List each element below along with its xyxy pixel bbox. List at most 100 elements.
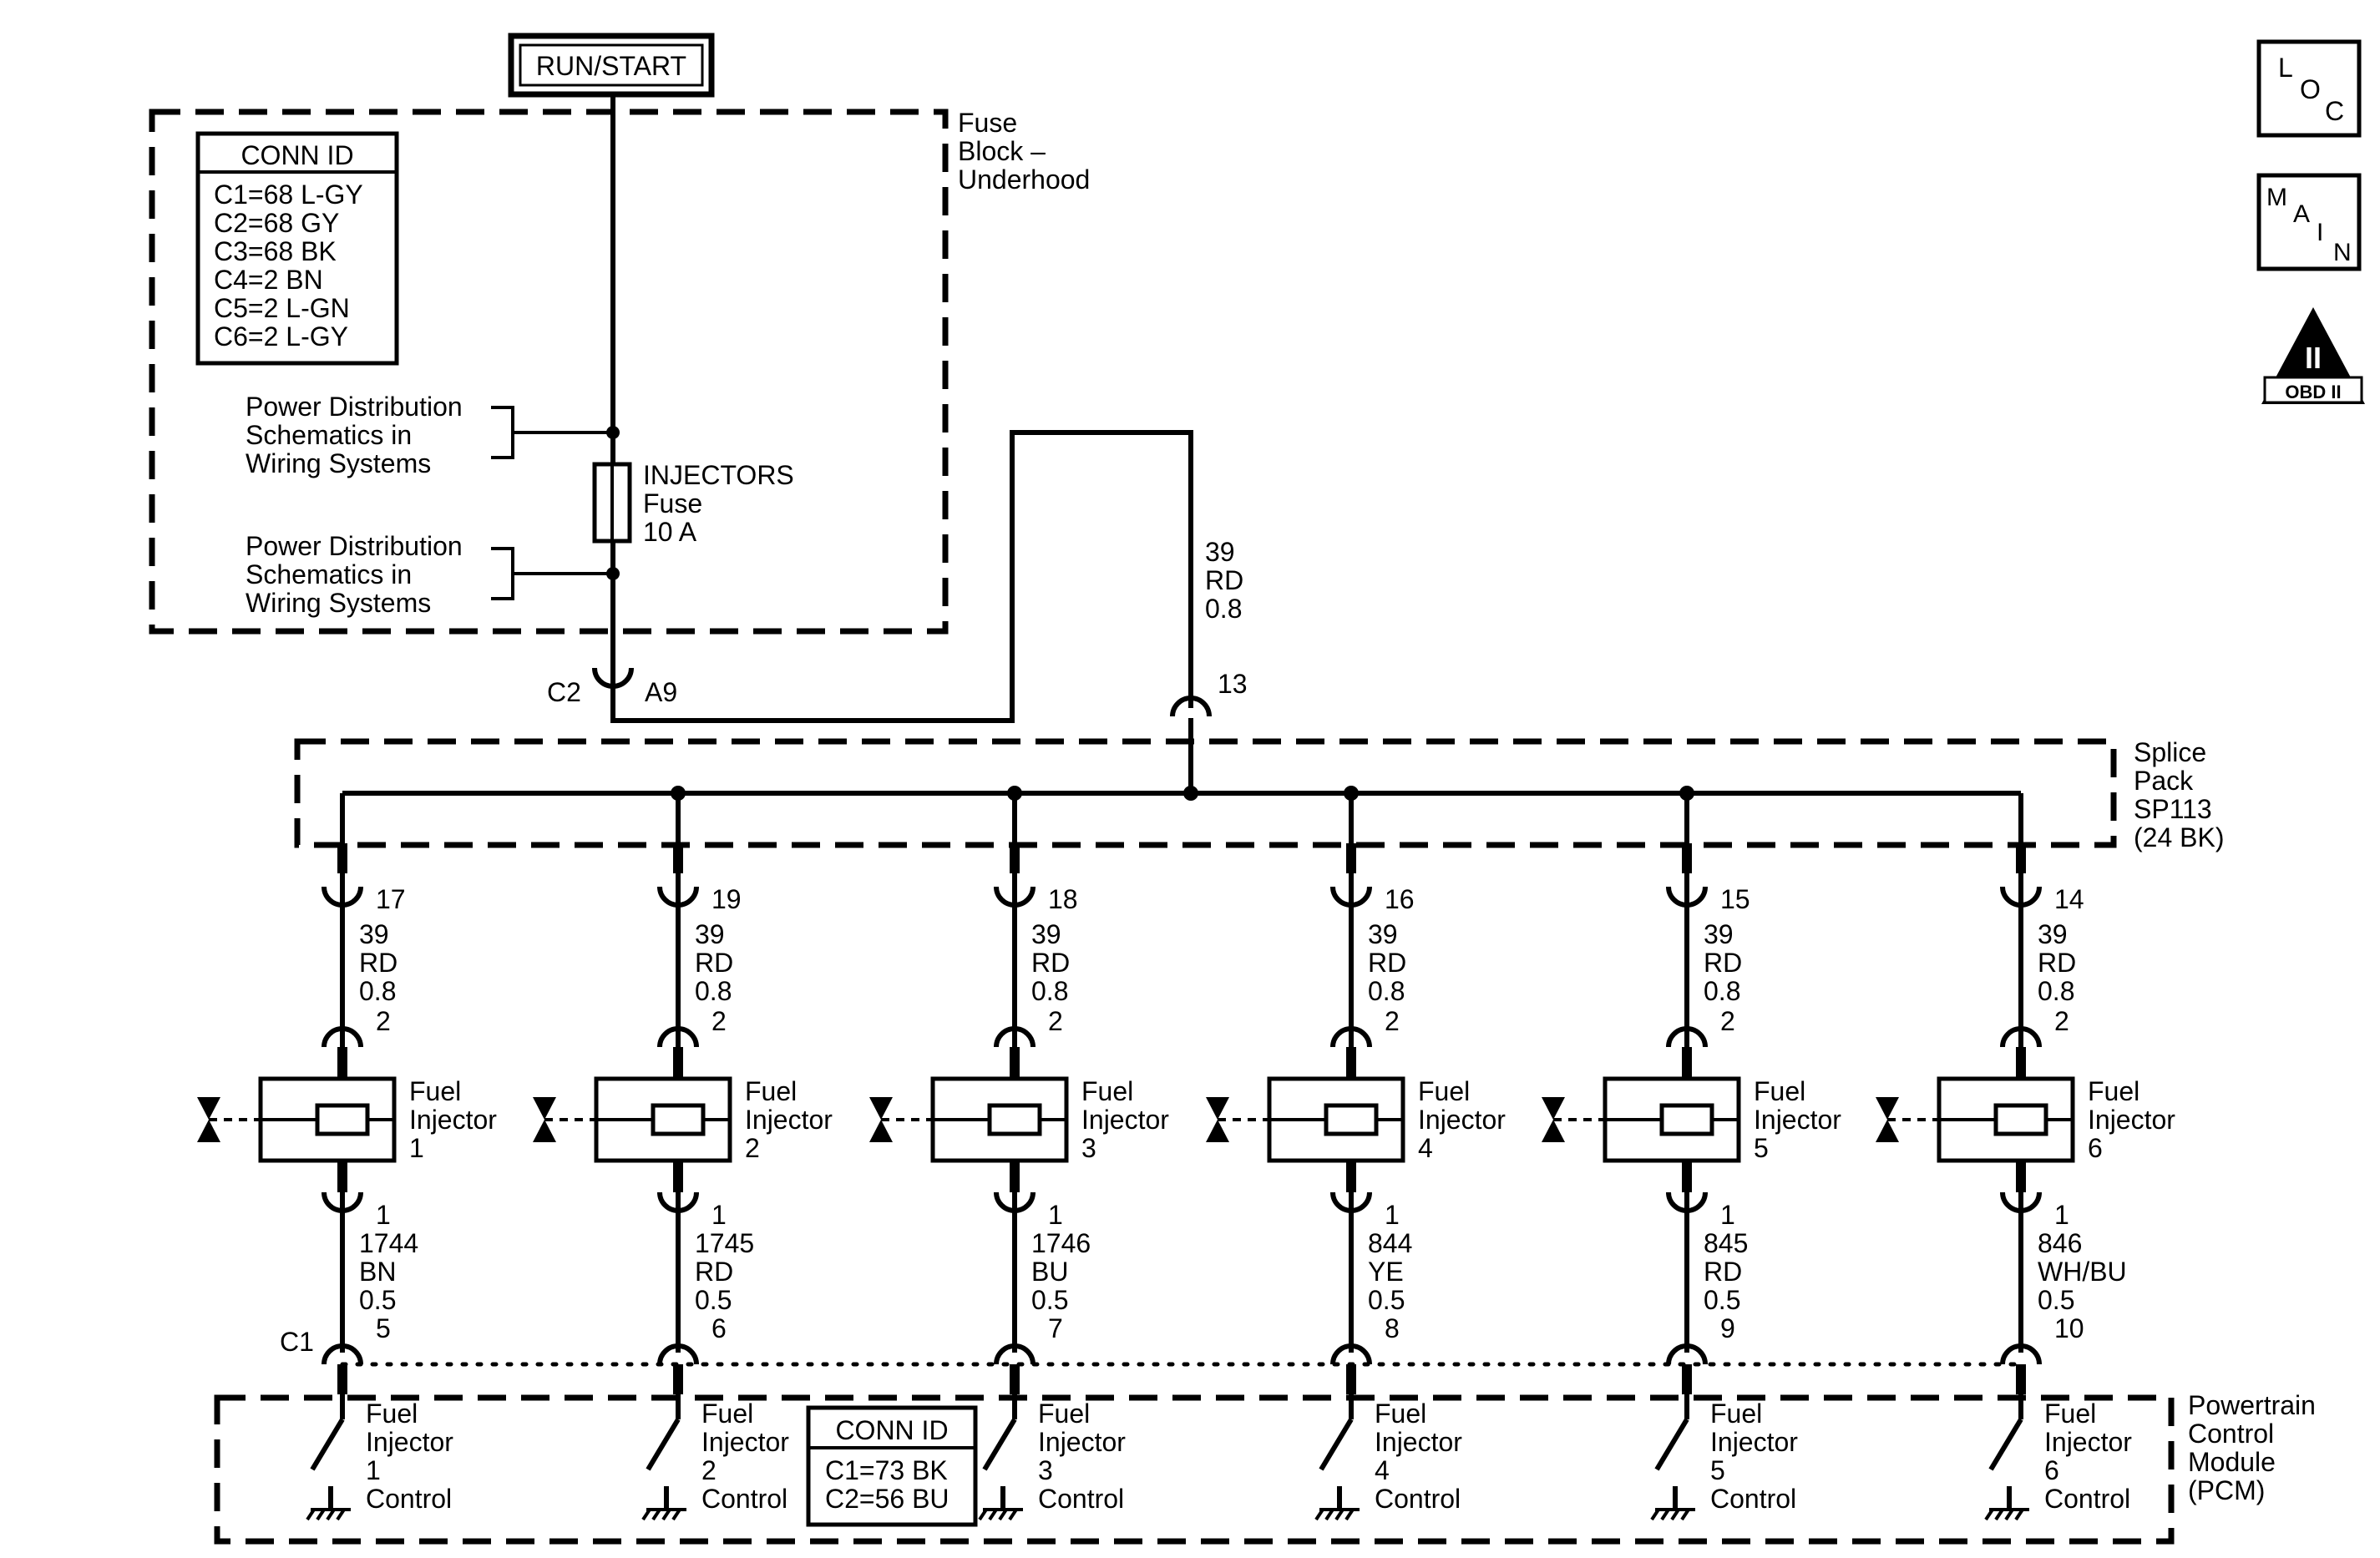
injector-feed-size-5: 0.8 (1704, 976, 1740, 1006)
svg-text:Schematics in: Schematics in (246, 420, 412, 450)
pcm-control-4-line3: 4 (1375, 1455, 1390, 1485)
injector-feed-circuit-3: 39 (1031, 919, 1061, 949)
svg-text:O: O (2300, 74, 2321, 104)
injector-name-4-line2: Injector (1418, 1105, 1506, 1135)
control-color-5: RD (1704, 1257, 1742, 1287)
svg-text:SP113: SP113 (2134, 794, 2212, 824)
fuse-conn-item-4: C4=2 BN (214, 265, 323, 295)
fuse-conn-item-2: C2=68 GY (214, 208, 339, 238)
svg-text:A9: A9 (645, 677, 677, 707)
fuse-conn-item-3: C3=68 BK (214, 236, 337, 266)
pcm-control-6-line4: Control (2044, 1484, 2130, 1514)
injector-pin-top-3: 2 (1048, 1006, 1063, 1036)
injector-feed-color-6: RD (2038, 948, 2076, 978)
fuse-rating: 10 A (643, 517, 697, 547)
injector-name-2-line3: 2 (745, 1133, 760, 1163)
fuse-block-connector-c2: C2 A9 (547, 667, 677, 707)
splice-pin-5: 15 (1720, 884, 1750, 914)
power-distribution-ref-upper: Power Distribution Schematics in Wiring … (246, 392, 620, 478)
injector-pin-bottom-3: 1 (1048, 1200, 1063, 1230)
fuse-block-underhood: Fuse Block – Underhood CONN ID C1=68 L-G… (149, 108, 1090, 707)
injector-feed-circuit-1: 39 (359, 919, 389, 949)
pcm-control-5-line1: Fuel (1710, 1399, 1762, 1429)
control-circuit-3: 1746 (1031, 1228, 1091, 1258)
pcm-control-4-line1: Fuel (1375, 1399, 1426, 1429)
splice-pin-4: 16 (1385, 884, 1415, 914)
control-color-4: YE (1368, 1257, 1404, 1287)
injectors-fuse: INJECTORS Fuse 10 A (592, 460, 794, 547)
injector-name-2-line2: Injector (745, 1105, 833, 1135)
fuse-name: INJECTORS (643, 460, 794, 490)
control-size-3: 0.5 (1031, 1285, 1068, 1315)
svg-text:Wiring Systems: Wiring Systems (246, 588, 431, 618)
pcm-control-1-line3: 1 (366, 1455, 381, 1485)
loc-icon[interactable]: L O C (2256, 39, 2362, 138)
injector-feed-color-1: RD (359, 948, 398, 978)
fuse-block-conn-id-table: CONN ID C1=68 L-GY C2=68 GY C3=68 BK C4=… (195, 131, 399, 366)
svg-text:CONN ID: CONN ID (835, 1415, 948, 1445)
fuse-block-name-2: Block – (958, 136, 1046, 166)
pcm-pin-1: 5 (376, 1313, 391, 1343)
control-color-6: WH/BU (2038, 1257, 2127, 1287)
injector-column-1: 1739RD0.82FuelInjector111744BN0.55FuelIn… (197, 793, 497, 1521)
splice-pin-2: 19 (711, 884, 742, 914)
injector-pin-bottom-4: 1 (1385, 1200, 1400, 1230)
pcm-pin-2: 6 (711, 1313, 727, 1343)
splice-pin-1: 17 (376, 884, 406, 914)
svg-text:Powertrain: Powertrain (2188, 1390, 2316, 1420)
control-circuit-4: 844 (1368, 1228, 1412, 1258)
svg-text:0.8: 0.8 (1205, 594, 1242, 624)
pcm-control-2-line2: Injector (701, 1427, 789, 1457)
injector-name-6-line1: Fuel (2088, 1076, 2139, 1106)
injector-feed-color-2: RD (695, 948, 733, 978)
injector-name-6-line3: 6 (2088, 1133, 2103, 1163)
main-icon[interactable]: M A I N (2256, 173, 2362, 271)
pcm-connector-label: C1 (280, 1327, 314, 1357)
injector-pin-top-1: 2 (376, 1006, 391, 1036)
injector-name-5-line2: Injector (1754, 1105, 1841, 1135)
pcm-control-6-line1: Fuel (2044, 1399, 2096, 1429)
svg-text:OBD II: OBD II (2285, 382, 2341, 402)
svg-text:A: A (2293, 200, 2310, 228)
pcm-control-3-line1: Fuel (1038, 1399, 1090, 1429)
injector-feed-size-4: 0.8 (1368, 976, 1405, 1006)
control-size-4: 0.5 (1368, 1285, 1405, 1315)
svg-text:C2: C2 (547, 677, 581, 707)
injector-pin-top-4: 2 (1385, 1006, 1400, 1036)
injector-name-5-line3: 5 (1754, 1133, 1769, 1163)
control-color-3: BU (1031, 1257, 1068, 1287)
fuse-conn-item-1: C1=68 L-GY (214, 180, 363, 210)
injector-column-4: 1639RD0.82FuelInjector41844YE0.58FuelInj… (1206, 786, 1506, 1521)
obd-ii-icon[interactable]: II OBD II (2261, 307, 2365, 404)
run-start-source: RUN/START (508, 33, 715, 98)
svg-text:II: II (2305, 341, 2322, 375)
fuse-block-name-1: Fuse (958, 108, 1017, 138)
injector-name-6-line2: Injector (2088, 1105, 2175, 1135)
injector-name-4-line3: 4 (1418, 1133, 1433, 1163)
svg-text:M: M (2266, 184, 2287, 211)
fuse-type: Fuse (643, 488, 702, 518)
feed-wire-label: 39 RD 0.8 13 (1170, 537, 1248, 717)
pcm-control-1-line4: Control (366, 1484, 452, 1514)
pcm-control-2-line1: Fuel (701, 1399, 753, 1429)
pcm-pin-5: 9 (1720, 1313, 1735, 1343)
injector-feed-size-3: 0.8 (1031, 976, 1068, 1006)
svg-text:C2=56 BU: C2=56 BU (825, 1484, 949, 1514)
injector-feed-color-4: RD (1368, 948, 1406, 978)
fuse-conn-item-5: C5=2 L-GN (214, 293, 350, 323)
fuse-block-name-3: Underhood (958, 164, 1090, 195)
pcm-control-1-line1: Fuel (366, 1399, 418, 1429)
svg-text:Control: Control (2188, 1419, 2274, 1449)
injector-feed-circuit-2: 39 (695, 919, 725, 949)
splice-pack-sp113: Splice Pack SP113 (24 BK) (294, 737, 2224, 852)
injector-feed-size-1: 0.8 (359, 976, 396, 1006)
pcm-control-5-line2: Injector (1710, 1427, 1798, 1457)
pcm-control-6-line2: Injector (2044, 1427, 2132, 1457)
injector-feed-circuit-6: 39 (2038, 919, 2068, 949)
pcm-pin-4: 8 (1385, 1313, 1400, 1343)
injector-columns: 1739RD0.82FuelInjector111744BN0.55FuelIn… (197, 786, 2175, 1521)
svg-text:I: I (2317, 219, 2323, 246)
svg-text:Power Distribution: Power Distribution (246, 392, 463, 422)
control-circuit-2: 1745 (695, 1228, 754, 1258)
